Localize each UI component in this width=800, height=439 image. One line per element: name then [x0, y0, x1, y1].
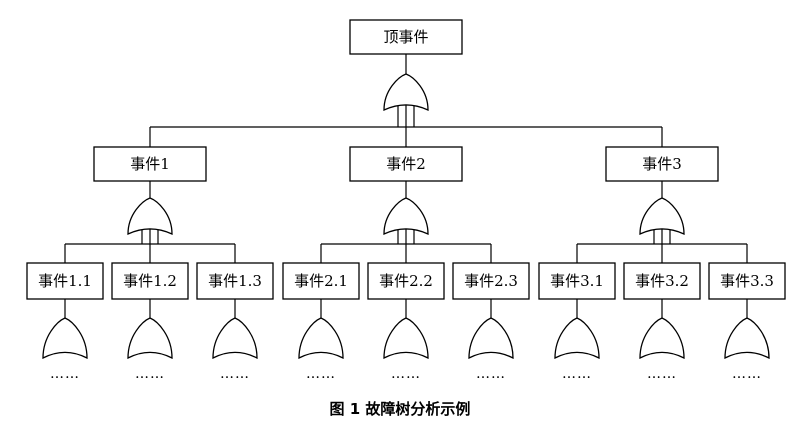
event-3-3-box [708, 262, 786, 300]
event-2-3-or-gate [468, 317, 514, 360]
event-3-or-gate [639, 197, 685, 236]
event-2-2-or-gate [383, 317, 429, 360]
top-event-label: 顶事件 [383, 28, 428, 46]
event-1-1-or-gate [42, 317, 88, 360]
event-3-1-continuation-dots: …… [562, 366, 592, 382]
event-1-3-or-gate [212, 317, 258, 360]
event-3-3-continuation-dots: …… [732, 366, 762, 382]
event-1-label: 事件1 [130, 155, 170, 173]
event-2-or-gate [383, 197, 429, 236]
event-3-3-or-gate [724, 317, 770, 360]
event-2-2-continuation-dots: …… [391, 366, 421, 382]
gates-layer [42, 73, 770, 360]
event-3-1-or-gate [554, 317, 600, 360]
event-2-1-continuation-dots: …… [306, 366, 336, 382]
event-3-3-label: 事件3.3 [720, 272, 774, 290]
event-2-1-or-gate [298, 317, 344, 360]
event-3-1-label: 事件3.1 [550, 272, 604, 290]
event-1-2-continuation-dots: …… [135, 366, 165, 382]
event-1-3-continuation-dots: …… [220, 366, 250, 382]
event-2-3-continuation-dots: …… [476, 366, 506, 382]
top-event-box [349, 19, 463, 55]
event-1-1-label: 事件1.1 [38, 272, 92, 290]
event-2-2-box [367, 262, 445, 300]
event-3-box [605, 146, 719, 182]
event-1-3-box [196, 262, 274, 300]
event-2-1-box [282, 262, 360, 300]
event-2-3-label: 事件2.3 [464, 272, 518, 290]
event-2-box [349, 146, 463, 182]
event-2-label: 事件2 [386, 155, 426, 173]
event-1-3-label: 事件1.3 [208, 272, 262, 290]
event-1-2-box [111, 262, 189, 300]
event-2-3-box [452, 262, 530, 300]
event-1-1-box [26, 262, 104, 300]
event-3-label: 事件3 [642, 155, 682, 173]
event-2-2-label: 事件2.2 [379, 272, 433, 290]
top-or-gate [383, 73, 429, 112]
event-1-2-label: 事件1.2 [123, 272, 177, 290]
event-3-2-label: 事件3.2 [635, 272, 689, 290]
event-3-2-continuation-dots: …… [647, 366, 677, 382]
event-3-2-box [623, 262, 701, 300]
event-1-or-gate [127, 197, 173, 236]
event-3-2-or-gate [639, 317, 685, 360]
event-1-2-or-gate [127, 317, 173, 360]
connector-lines [64, 54, 748, 318]
figure-caption: 图 1 故障树分析示例 [329, 400, 471, 418]
event-3-1-box [538, 262, 616, 300]
event-2-1-label: 事件2.1 [294, 272, 348, 290]
event-1-box [93, 146, 207, 182]
event-1-1-continuation-dots: …… [50, 366, 80, 382]
